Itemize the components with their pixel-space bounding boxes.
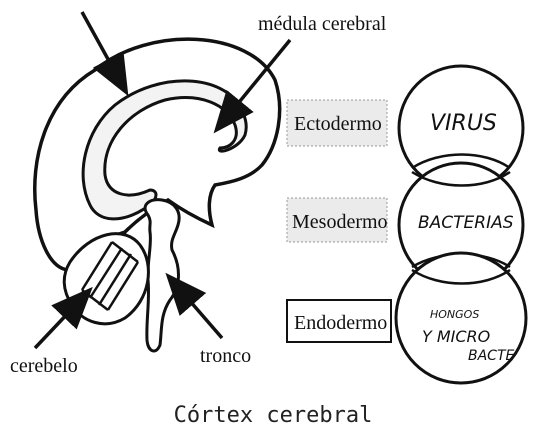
box-ectodermo-label: Ectodermo — [294, 113, 382, 135]
arrow-cerebelo — [35, 292, 88, 348]
circle-virus-label: VIRUS — [430, 111, 497, 136]
box-mesodermo: Mesodermo — [287, 198, 388, 242]
inner-ventricle — [83, 81, 246, 219]
arrow-tronco — [170, 278, 222, 338]
brainstem — [145, 200, 179, 351]
label-tronco: tronco — [200, 345, 251, 367]
label-medula-cerebral: médula cerebral — [258, 13, 387, 35]
circle-bacterias-label: BACTERIAS — [418, 213, 514, 233]
circle-hongos: HONGOS Y MICRO BACTE — [396, 253, 526, 383]
box-mesodermo-label: Mesodermo — [292, 211, 388, 233]
circle-hongos-line2: Y MICRO — [422, 327, 490, 346]
circle-hongos-line1: HONGOS — [430, 308, 479, 321]
caption: Córtex cerebral — [174, 403, 373, 428]
label-cerebelo: cerebelo — [10, 355, 78, 377]
box-endodermo-label: Endodermo — [294, 312, 387, 334]
box-endodermo: Endodermo — [287, 300, 391, 342]
box-ectodermo: Ectodermo — [287, 100, 387, 146]
arrow-cortex — [82, 12, 125, 90]
circle-hongos-line3: BACTE — [468, 348, 515, 364]
